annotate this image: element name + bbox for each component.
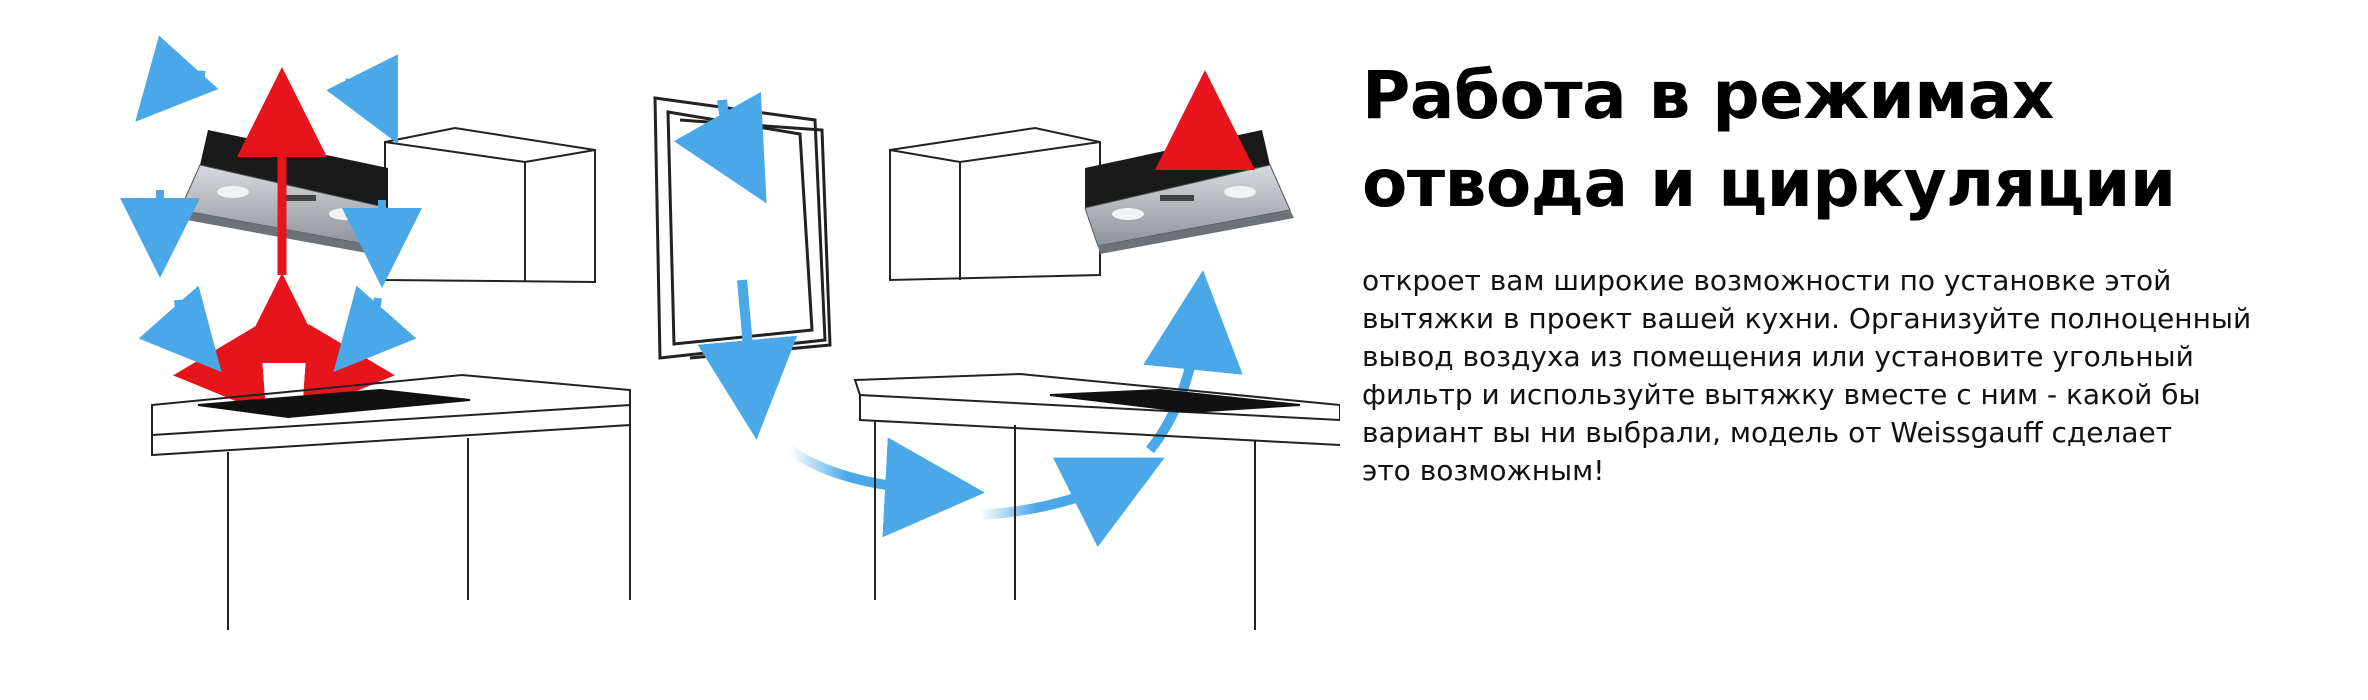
kitchen-counter-left — [151, 373, 631, 630]
wall-cabinet-right — [889, 126, 1101, 282]
title-line-2: отвода и циркуляции — [1362, 145, 2176, 222]
description-line: вариант вы ни выбрали, модель от Weissga… — [1362, 416, 2173, 449]
blue-circulation-arrows-left — [120, 35, 422, 373]
kitchen-counter-right — [853, 372, 1340, 630]
description-line: фильтр и используйте вытяжку вместе с ни… — [1362, 378, 2201, 411]
description-line: это возможным! — [1362, 454, 1605, 487]
description-line: откроет вам широкие возможности по устан… — [1362, 264, 2172, 297]
feature-text-block: Работа в режимах отвода и циркуляции отк… — [1362, 52, 2262, 490]
title-line-1: Работа в режимах — [1362, 57, 2054, 134]
extraction-hood-icon — [1084, 130, 1294, 254]
extraction-scene — [853, 70, 1340, 630]
feature-description: откроет вам широкие возможности по устан… — [1362, 262, 2262, 490]
recirculation-scene — [120, 35, 631, 630]
wall-cabinet-left — [384, 126, 596, 284]
page-title: Работа в режимах отвода и циркуляции — [1362, 52, 2262, 228]
kitchen-hood-airflow-illustration — [120, 35, 1340, 630]
description-line: вывод воздуха из помещения или установит… — [1362, 340, 2194, 373]
description-line: вытяжки в проект вашей кухни. Организуйт… — [1362, 302, 2252, 335]
blue-air-in-arrows — [673, 91, 1243, 548]
